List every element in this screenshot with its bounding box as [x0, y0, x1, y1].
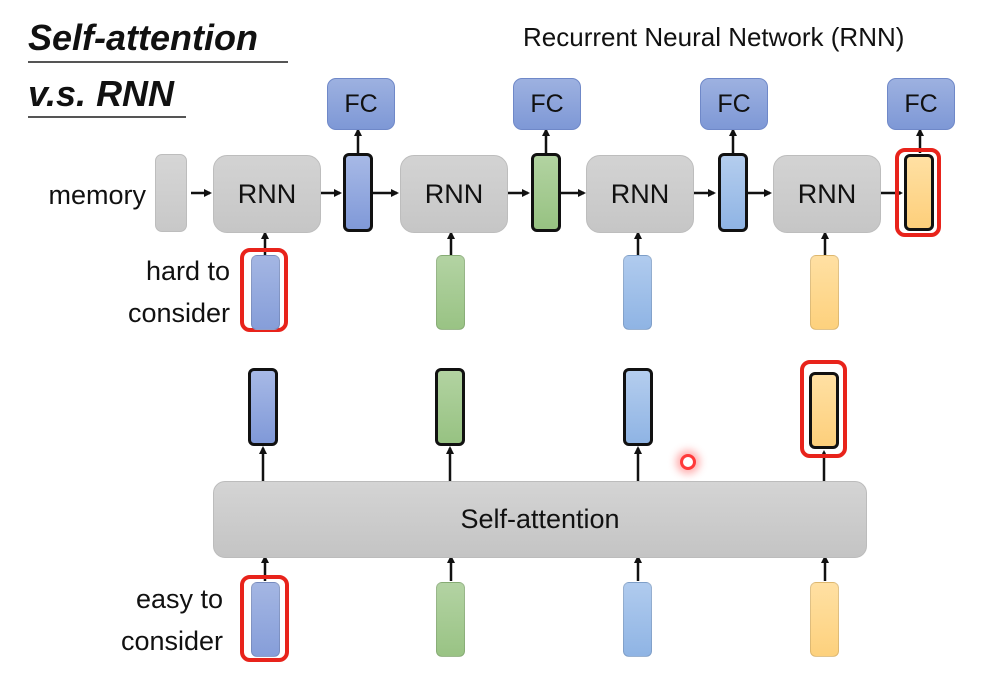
- memory-label: memory: [48, 180, 146, 210]
- hard-to-label-line2: consider: [127, 298, 230, 328]
- easy-to-consider-label: easy to consider: [80, 580, 223, 660]
- sa-input-vector-1: [251, 582, 280, 657]
- rnn-input-vector-3: [623, 255, 652, 330]
- laser-pointer-dot: [680, 454, 696, 470]
- rnn-output-highlight: [895, 148, 941, 237]
- rnn-input-vector-4: [810, 255, 839, 330]
- sa-output-highlight: [800, 360, 847, 458]
- rnn-cell-label: RNN: [424, 178, 484, 209]
- rnn-cell-label: RNN: [237, 178, 297, 209]
- self-attention-label: Self-attention: [460, 504, 620, 534]
- fc-block-4: FC: [887, 78, 955, 130]
- rnn-cell-3: RNN: [586, 155, 694, 233]
- fc-block-3: FC: [700, 78, 768, 130]
- sa-output-vector-2: [435, 368, 465, 446]
- fc-block-1: FC: [327, 78, 395, 130]
- fc-label: FC: [717, 89, 751, 118]
- fc-label: FC: [530, 89, 564, 118]
- sa-input-highlight: [240, 575, 289, 662]
- title-line-1: Self-attention: [28, 17, 258, 58]
- rnn-subtitle: Recurrent Neural Network (RNN): [523, 22, 905, 52]
- title-line-2: v.s. RNN: [28, 73, 175, 114]
- fc-label: FC: [344, 89, 378, 118]
- rnn-input-vector-1: [251, 255, 280, 330]
- easy-to-label-line2: consider: [120, 626, 223, 656]
- rnn-cell-1: RNN: [213, 155, 321, 233]
- sa-output-vector-1: [248, 368, 278, 446]
- rnn-cell-2: RNN: [400, 155, 508, 233]
- rnn-input-vector-2: [436, 255, 465, 330]
- rnn-output-vector-2: [531, 153, 561, 232]
- sa-output-vector-3: [623, 368, 653, 446]
- hard-to-label-line1: hard to: [145, 256, 230, 286]
- rnn-output-vector-4: [904, 154, 934, 231]
- sa-output-vector-4: [809, 372, 839, 449]
- rnn-output-vector-1: [343, 153, 373, 232]
- title-underline-1: [28, 61, 288, 63]
- memory-block: [155, 154, 187, 232]
- sa-input-vector-3: [623, 582, 652, 657]
- sa-input-vector-2: [436, 582, 465, 657]
- rnn-input-highlight: [240, 248, 288, 332]
- fc-block-2: FC: [513, 78, 581, 130]
- fc-label: FC: [904, 89, 938, 118]
- sa-input-vector-4: [810, 582, 839, 657]
- rnn-cell-4: RNN: [773, 155, 881, 233]
- easy-to-label-line1: easy to: [135, 584, 223, 614]
- hard-to-consider-label: hard to consider: [90, 252, 230, 332]
- rnn-output-vector-3: [718, 153, 748, 232]
- self-attention-block: Self-attention: [213, 481, 867, 558]
- title-underline-2: [28, 116, 186, 118]
- rnn-cell-label: RNN: [797, 178, 857, 209]
- rnn-cell-label: RNN: [610, 178, 670, 209]
